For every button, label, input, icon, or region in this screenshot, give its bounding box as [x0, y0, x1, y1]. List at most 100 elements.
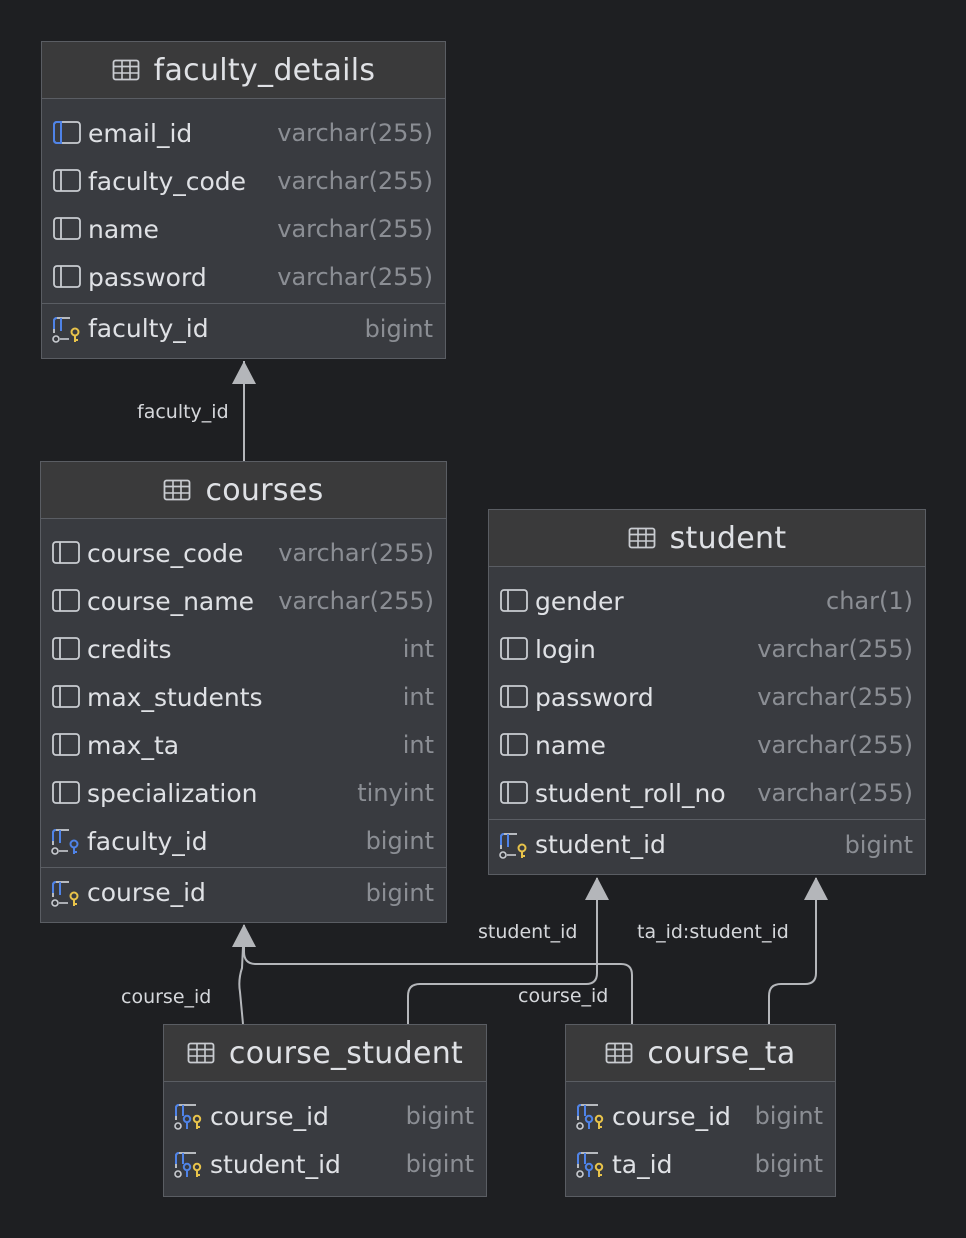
- arrowhead-student-a: [585, 877, 609, 900]
- column-type: varchar(255): [278, 587, 434, 615]
- column-name: course_id: [612, 1101, 731, 1131]
- column-icon: [51, 779, 87, 807]
- column-icon: [499, 779, 535, 807]
- composite-key-icon: [576, 1102, 612, 1130]
- primary-key-icon: [52, 315, 88, 343]
- edge-label-faculty-id: faculty_id: [137, 401, 229, 423]
- column-icon: [499, 635, 535, 663]
- column-type: bigint: [754, 1150, 823, 1178]
- column-name: course_name: [87, 586, 254, 616]
- edge-label-course-id-ta: course_id: [518, 985, 609, 1007]
- column-icon: [499, 587, 535, 615]
- column-name: password: [535, 682, 654, 712]
- column-type: tinyint: [357, 779, 434, 807]
- column-row-credits[interactable]: credits int: [41, 625, 446, 673]
- column-type: varchar(255): [757, 683, 913, 711]
- edge-course-ta-student: [768, 878, 817, 1024]
- edge-course-student-student: [407, 878, 598, 1024]
- column-type: bigint: [754, 1102, 823, 1130]
- table-title: courses: [205, 472, 324, 508]
- table-header[interactable]: courses: [41, 462, 446, 519]
- column-icon: [52, 263, 88, 291]
- column-type: bigint: [364, 314, 433, 343]
- edge-course-ta-courses: [243, 925, 633, 1024]
- column-row-login[interactable]: login varchar(255): [489, 625, 925, 673]
- column-name: password: [88, 262, 207, 292]
- table-icon: [628, 527, 656, 549]
- table-title: course_student: [228, 1035, 464, 1071]
- column-type: bigint: [405, 1102, 474, 1130]
- arrowhead-courses: [232, 924, 256, 947]
- column-name: login: [535, 634, 596, 664]
- table-icon: [112, 59, 140, 81]
- column-type: varchar(255): [278, 539, 434, 567]
- column-icon: [51, 587, 87, 615]
- column-name: faculty_code: [88, 166, 247, 196]
- column-name: name: [535, 730, 606, 760]
- column-type: int: [402, 683, 434, 711]
- column-icon: [499, 683, 535, 711]
- foreign-key-icon: [51, 827, 87, 855]
- column-type: int: [402, 635, 434, 663]
- edge-course-student-courses: [238, 924, 245, 1025]
- edge-label-student-id: student_id: [478, 921, 578, 943]
- composite-key-icon: [576, 1150, 612, 1178]
- column-type: varchar(255): [277, 119, 433, 147]
- table-icon: [163, 479, 191, 501]
- table-header[interactable]: student: [489, 510, 925, 567]
- edge-label-course-id-student: course_id: [121, 986, 212, 1008]
- column-type: varchar(255): [757, 635, 913, 663]
- table-header[interactable]: faculty_details: [42, 42, 445, 99]
- arrowhead-student-b: [804, 877, 828, 900]
- column-type: varchar(255): [757, 731, 913, 759]
- column-row-faculty-id[interactable]: faculty_id bigint: [42, 303, 445, 353]
- column-icon: [499, 731, 535, 759]
- column-name: faculty_id: [87, 826, 208, 856]
- column-name: student_id: [535, 830, 666, 859]
- column-name: faculty_id: [88, 314, 209, 343]
- column-row-password[interactable]: password varchar(255): [489, 673, 925, 721]
- column-row-course-id[interactable]: course_id bigint: [566, 1092, 835, 1140]
- table-icon: [605, 1042, 633, 1064]
- column-icon: [51, 635, 87, 663]
- table-icon: [187, 1042, 215, 1064]
- column-row-name[interactable]: name varchar(255): [489, 721, 925, 769]
- column-name: gender: [535, 586, 624, 616]
- column-type: bigint: [405, 1150, 474, 1178]
- primary-key-icon: [499, 831, 535, 859]
- column-type: bigint: [365, 827, 434, 855]
- column-name: ta_id: [612, 1149, 673, 1179]
- table-header[interactable]: course_ta: [566, 1025, 835, 1082]
- column-icon: [51, 683, 87, 711]
- column-name: name: [88, 214, 159, 244]
- table-header[interactable]: course_student: [164, 1025, 486, 1082]
- column-name: credits: [87, 634, 172, 664]
- column-row-course-name[interactable]: course_name varchar(255): [41, 577, 446, 625]
- table-title: course_ta: [647, 1035, 796, 1071]
- column-row-faculty-id[interactable]: faculty_id bigint: [41, 817, 446, 865]
- column-row-ta-id[interactable]: ta_id bigint: [566, 1140, 835, 1188]
